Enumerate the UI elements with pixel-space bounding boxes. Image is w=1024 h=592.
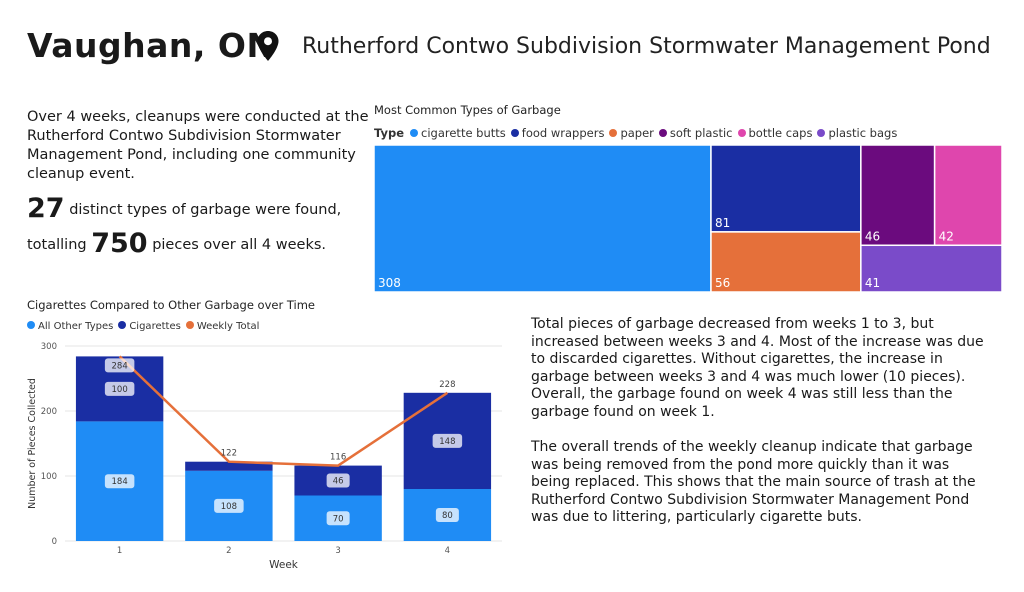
legend-swatch (510, 129, 519, 137)
data-label-background (326, 473, 350, 488)
legend-swatch (737, 129, 746, 137)
treemap-value-label: 46 (865, 229, 880, 243)
legend-swatch (118, 321, 127, 329)
data-label-weekly-total: 122 (221, 449, 237, 459)
treemap-cell-plastic-bags (860, 244, 1002, 292)
legend-label: plastic bags (828, 126, 898, 140)
data-label-text: 284 (112, 361, 128, 371)
treemap-value-label: 308 (378, 276, 401, 290)
data-label-text: 80 (442, 511, 453, 521)
legend-swatch (658, 129, 667, 137)
treemap-value-label: 56 (715, 276, 730, 290)
legend-item-food-wrappers: food wrappers (510, 126, 605, 140)
total-stat: totalling 750 pieces over all 4 weeks. (27, 228, 326, 259)
data-label-text: 148 (439, 437, 455, 447)
treemap-cell-paper (710, 231, 862, 292)
data-label-weekly-total: 284 (104, 358, 135, 373)
data-label-cigarettes: 148 (432, 433, 463, 448)
legend-swatch (609, 129, 618, 137)
data-label-other-types: 70 (326, 511, 350, 526)
data-label-background (214, 498, 244, 513)
x-tick-label: 3 (335, 546, 340, 556)
city-title: Vaughan, ON (27, 26, 275, 65)
data-label-text: 46 (333, 477, 344, 487)
treemap-cell-bottle-caps (933, 145, 1002, 247)
x-tick-label: 2 (226, 546, 231, 556)
y-tick-label: 100 (41, 472, 57, 482)
legend-label: bottle caps (748, 126, 813, 140)
types-text: distinct types of garbage were found, (69, 202, 342, 218)
y-tick-label: 300 (41, 342, 57, 352)
treemap-title: Most Common Types of Garbage (374, 103, 561, 117)
bar-chart: 0 100 200 300 184 100 108 70 46 80 148 284 122 116 228… (27, 342, 502, 571)
types-stat: 27 distinct types of garbage were found, (27, 193, 341, 224)
legend-swatch (27, 321, 35, 329)
legend-label: food wrappers (521, 126, 605, 140)
data-label-other-types: 108 (214, 498, 244, 513)
analysis-paragraph-1: Total pieces of garbage decreased from w… (531, 316, 984, 420)
total-suffix: pieces over all 4 weeks. (152, 237, 327, 253)
data-label-text: 108 (221, 502, 237, 512)
legend-item-cigarettes: Cigarettes (118, 321, 181, 332)
data-label-background (432, 433, 463, 448)
total-count: 750 (91, 228, 148, 259)
treemap-cell-cigarette-butts (374, 145, 712, 292)
legend-label: cigarette butts (421, 126, 506, 140)
data-label-background (104, 381, 135, 396)
legend-label: Weekly Total (196, 321, 260, 332)
legend-item-paper: paper (609, 126, 654, 140)
treemap-value-label: 42 (939, 229, 954, 243)
legend-item-weekly-total: Weekly Total (185, 321, 260, 332)
treemap-value-label: 81 (715, 216, 730, 230)
legend-swatch (410, 129, 419, 137)
data-label-text: 184 (112, 477, 128, 487)
legend-title: Type (374, 126, 405, 140)
intro-text: Over 4 weeks, cleanups were conducted at… (27, 109, 369, 182)
treemap-legend: Type cigarette butts food wrappers paper sof… (374, 126, 902, 140)
x-axis-label: Week (269, 559, 299, 571)
legend-swatch (185, 321, 194, 329)
data-label-cigarettes: 46 (326, 473, 350, 488)
x-tick-label: 1 (117, 546, 122, 556)
treemap-cell-food-wrappers (710, 145, 862, 233)
legend-label: paper (620, 126, 654, 140)
x-tick-label: 4 (445, 546, 450, 556)
legend-label: All Other Types (38, 321, 114, 332)
y-axis-label: Number of Pieces Collected (27, 378, 38, 509)
bar-chart-legend: All Other Types Cigarettes Weekly Total (27, 321, 264, 332)
bar-chart-title: Cigarettes Compared to Other Garbage ove… (27, 298, 315, 312)
y-tick-label: 0 (52, 537, 57, 547)
data-label-weekly-total: 116 (330, 453, 346, 463)
legend-label: Cigarettes (129, 321, 181, 332)
data-label-other-types: 80 (435, 508, 459, 522)
legend-item-plastic-bags: plastic bags (817, 126, 897, 140)
site-title: Rutherford Contwo Subdivision Stormwater… (302, 34, 991, 59)
y-tick-label: 200 (41, 407, 57, 417)
data-label-background (104, 474, 135, 489)
legend-swatch (817, 129, 826, 137)
treemap-value-label: 41 (865, 276, 880, 290)
data-label-weekly-total: 228 (439, 380, 455, 390)
analysis-paragraph-2: The overall trends of the weekly cleanup… (531, 439, 976, 526)
data-label-cigarettes: 100 (104, 381, 135, 396)
data-label-background (435, 508, 459, 522)
data-label-text: 70 (333, 514, 344, 524)
legend-item-all-other-types: All Other Types (27, 321, 113, 332)
treemap-cell-soft-plastic (860, 145, 936, 247)
legend-item-cigarette-butts: cigarette butts (410, 126, 506, 140)
data-label-background (104, 358, 135, 373)
data-label-other-types: 184 (104, 474, 135, 489)
legend-item-soft-plastic: soft plastic (658, 126, 733, 140)
legend-item-bottle-caps: bottle caps (737, 126, 813, 140)
data-label-text: 100 (112, 385, 128, 395)
location-pin-icon (257, 31, 279, 61)
treemap-chart: 308 81 56 46 42 41 (374, 145, 1002, 292)
data-label-background (326, 511, 350, 526)
weekly-total-line (118, 355, 449, 467)
bar-cigarettes (185, 461, 273, 471)
legend-label: soft plastic (669, 126, 733, 140)
types-count: 27 (27, 193, 65, 224)
total-prefix: totalling (27, 237, 87, 253)
